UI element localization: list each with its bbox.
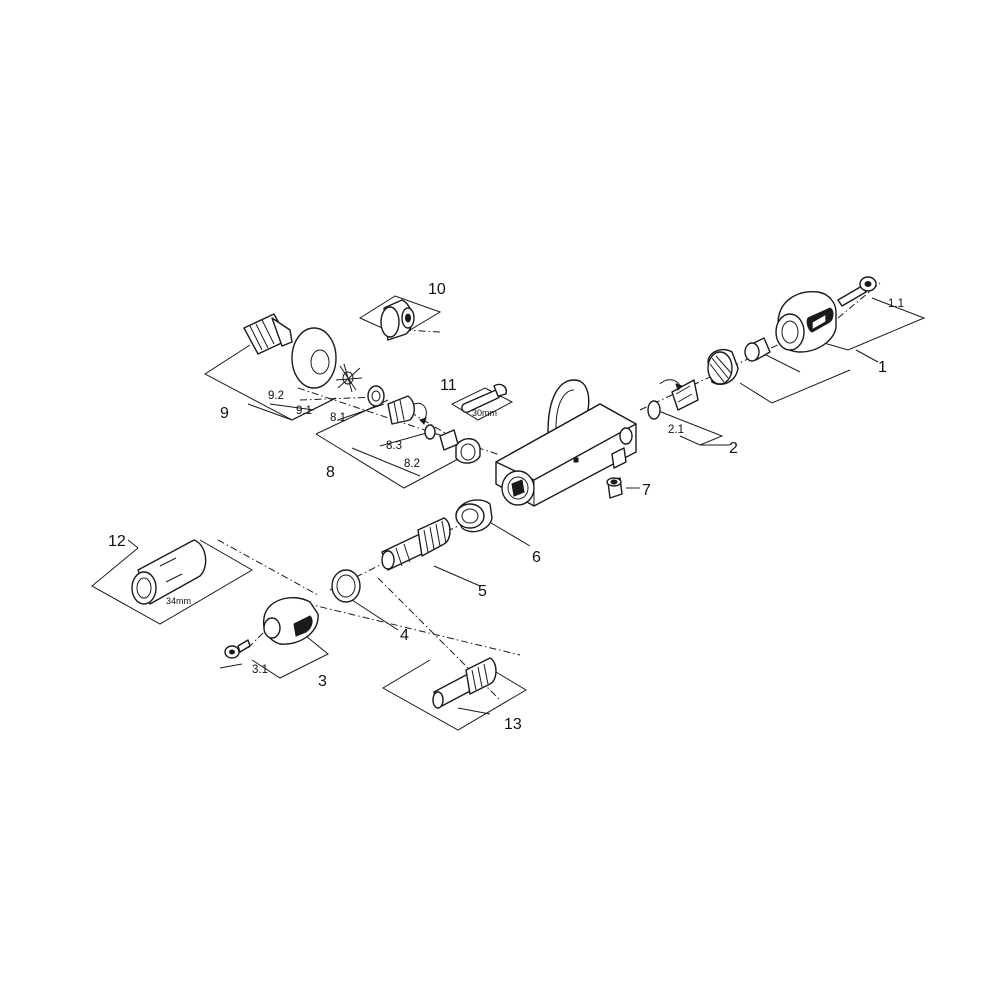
callout-5: 5 [478,583,487,600]
part-9-1-star-washer [335,363,363,393]
callout-7: 7 [642,482,651,499]
callout-2: 2 [729,440,738,457]
callout-8-3: 8.3 [386,440,402,452]
callout-8-1: 8.1 [330,412,346,424]
part-1-handle [775,291,837,353]
part-5-thermo-cartridge [381,517,451,571]
part-8-connector-group [367,385,481,464]
callout-6: 6 [532,549,541,566]
leader-lines [91,295,926,731]
part-3-handle [262,597,319,645]
part-11-wrench-tool: 30mm [461,383,508,418]
part-6-nut [455,499,493,533]
callout-10: 10 [428,281,446,298]
callout-3: 3 [318,673,327,690]
part-9-connector [243,313,337,389]
part-1-1-screw [837,276,877,307]
callout-11: 11 [440,377,457,394]
callout-1-1: 1.1 [888,298,904,310]
part-13-cartridge [432,657,497,709]
callout-8-2: 8.2 [404,458,420,470]
part-2-cartridge [647,337,771,420]
callout-8: 8 [326,464,335,481]
part-7-nipple [606,477,623,499]
callout-13: 13 [504,716,522,733]
tool-size-30mm: 30mm [472,408,497,418]
part-4-ring [331,569,361,603]
callout-2-1: 2.1 [668,424,684,436]
callout-3-1: 3.1 [252,664,268,676]
part-3-1-screw [224,639,251,659]
tool-size-34mm: 34mm [166,596,191,606]
callout-9-1: 9.1 [296,405,312,417]
thermostat-body [495,379,637,507]
callout-4: 4 [400,627,409,644]
callout-9-2: 9.2 [268,390,284,402]
part-12-key-tool: 34mm [131,539,207,606]
callout-9: 9 [220,405,229,422]
part-10-adapter [380,299,415,341]
callout-labels: 1 1.1 2 2.1 3 3.1 4 5 6 7 8 8.1 8.2 8.3 … [108,281,904,733]
callout-1: 1 [878,359,887,376]
callout-12: 12 [108,533,126,550]
